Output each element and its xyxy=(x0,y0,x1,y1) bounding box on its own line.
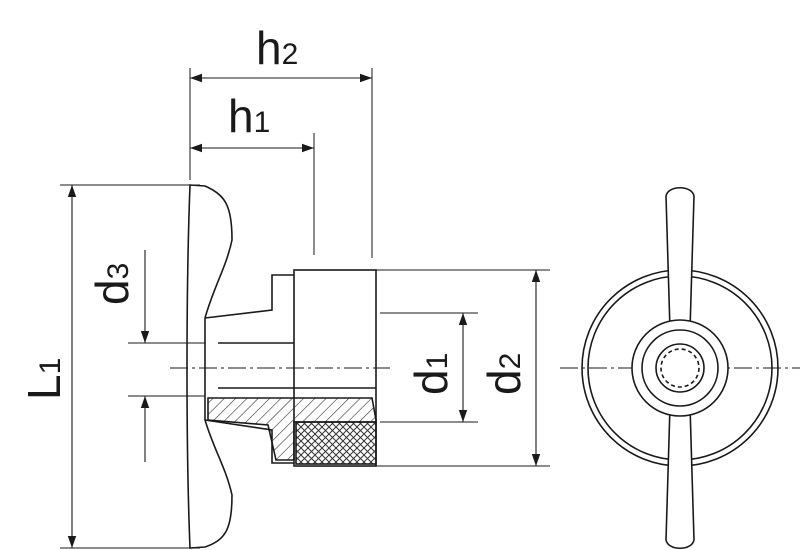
knurled-section xyxy=(295,421,377,465)
label-h2: h2 xyxy=(256,22,298,74)
side-view xyxy=(186,184,377,549)
hub-step xyxy=(204,274,294,319)
label-d1: d1 xyxy=(405,353,457,395)
hub-outer xyxy=(631,319,729,417)
front-view xyxy=(581,186,779,550)
wing-outline xyxy=(186,184,233,549)
extension-lines xyxy=(60,68,550,549)
label-L1: L1 xyxy=(18,358,70,400)
dimension-lines xyxy=(67,73,541,548)
label-d3: d3 xyxy=(86,263,138,305)
hatched-section xyxy=(207,397,377,461)
wing-bottom xyxy=(665,405,695,550)
wing-top xyxy=(665,186,695,331)
bore-circle xyxy=(655,343,705,393)
label-h1: h1 xyxy=(228,90,270,142)
hub-step-lower xyxy=(204,419,294,464)
label-d2: d2 xyxy=(478,353,530,395)
